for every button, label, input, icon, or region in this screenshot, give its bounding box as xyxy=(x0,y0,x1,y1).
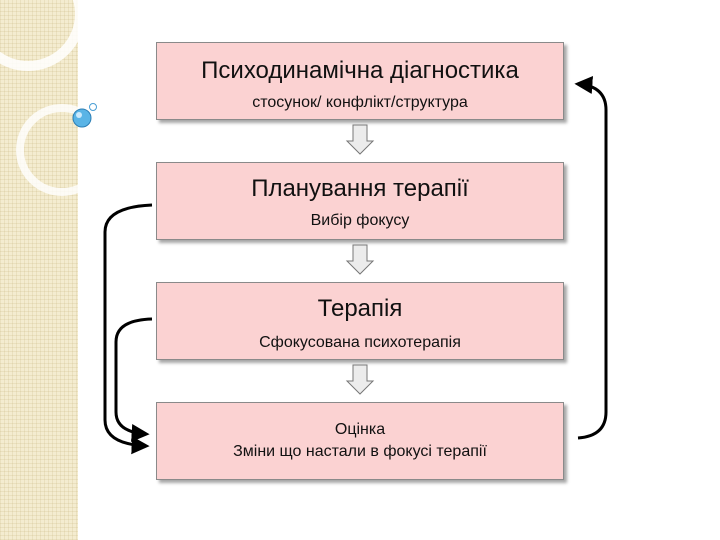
down-arrow-icon xyxy=(345,364,375,395)
box-title: Планування терапії xyxy=(251,175,469,202)
box-evaluation: Оцінка Зміни що настали в фокусі терапії xyxy=(156,402,564,480)
box-line1: Оцінка xyxy=(334,421,386,438)
box-therapy: Терапія Сфокусована психотерапія xyxy=(156,282,564,360)
feedback-arrow-evaluation-to-diagnostics xyxy=(574,76,608,440)
box-subtitle: стосунок/ конфлікт/структура xyxy=(252,94,468,111)
box-title: Психодинамічна діагностика xyxy=(201,57,519,84)
box-psychodynamic-diagnostics: Психодинамічна діагностика стосунок/ кон… xyxy=(156,42,564,120)
feedback-arrow-planning-to-evaluation xyxy=(103,203,153,455)
box-therapy-planning: Планування терапії Вибір фокусу xyxy=(156,162,564,240)
box-subtitle: Вибір фокусу xyxy=(310,212,410,229)
box-title: Терапія xyxy=(317,295,403,322)
down-arrow-icon xyxy=(345,244,375,275)
box-line2: Зміни що настали в фокусі терапії xyxy=(233,443,487,460)
box-subtitle: Сфокусована психотерапія xyxy=(259,334,461,351)
decorative-small-ring-icon xyxy=(89,103,97,111)
down-arrow-icon xyxy=(345,124,375,155)
feedback-arrow-therapy-to-evaluation xyxy=(114,317,153,443)
decorative-rings xyxy=(0,0,108,196)
decorative-side-strip xyxy=(0,0,78,540)
